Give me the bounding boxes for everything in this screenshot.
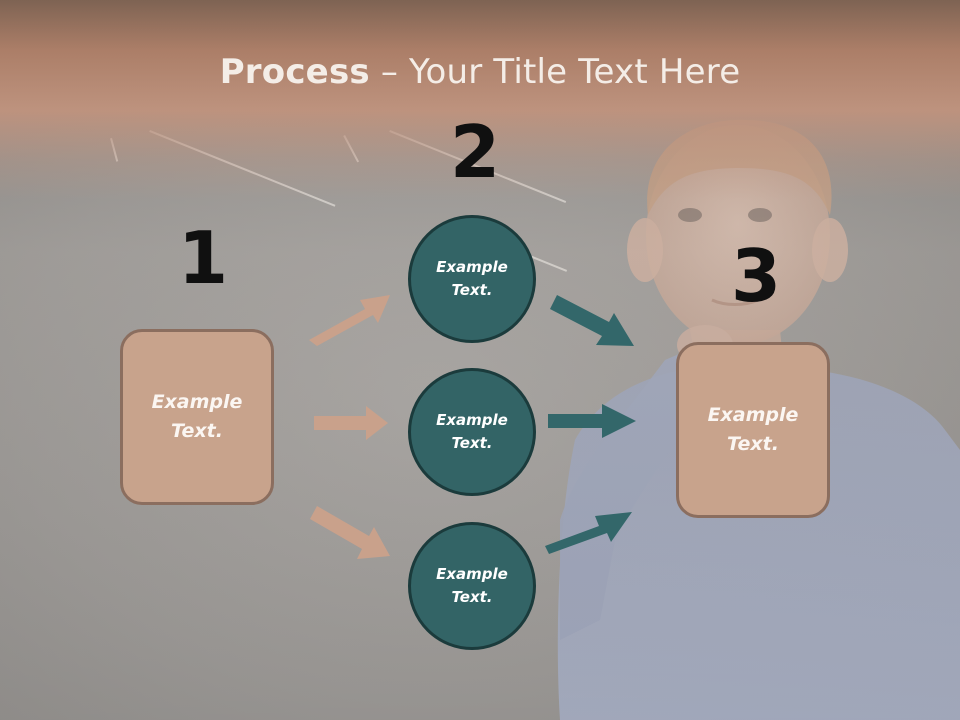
step-circle-2: Example Text. xyxy=(408,368,536,496)
title-bold-part: Process xyxy=(219,52,370,92)
step-circle-2-text: Example Text. xyxy=(436,411,508,452)
step-box-left: Example Text. xyxy=(120,329,274,505)
step-circle-3-text: Example Text. xyxy=(436,565,508,606)
arrow-from-circle-3 xyxy=(545,512,632,554)
arrow-from-circle-2 xyxy=(548,404,636,438)
step-number-2: 2 xyxy=(450,110,501,194)
step-box-right-text: Example Text. xyxy=(707,404,799,455)
step-number-3: 3 xyxy=(731,234,782,318)
step-circle-1: Example Text. xyxy=(408,215,536,343)
title-rest: – Your Title Text Here xyxy=(369,52,741,92)
step-circle-3: Example Text. xyxy=(408,522,536,650)
slide-title: Process – Your Title Text Here xyxy=(0,52,960,92)
step-circle-1-text: Example Text. xyxy=(436,258,508,299)
title-band xyxy=(0,0,960,200)
arrow-to-circle-2 xyxy=(314,406,388,440)
arrow-to-circle-1 xyxy=(309,295,390,346)
step-box-left-text: Example Text. xyxy=(151,391,243,442)
step-number-1: 1 xyxy=(178,216,229,300)
step-box-right: Example Text. xyxy=(676,342,830,518)
arrow-from-circle-1 xyxy=(550,295,634,346)
arrow-to-circle-3 xyxy=(310,506,390,559)
